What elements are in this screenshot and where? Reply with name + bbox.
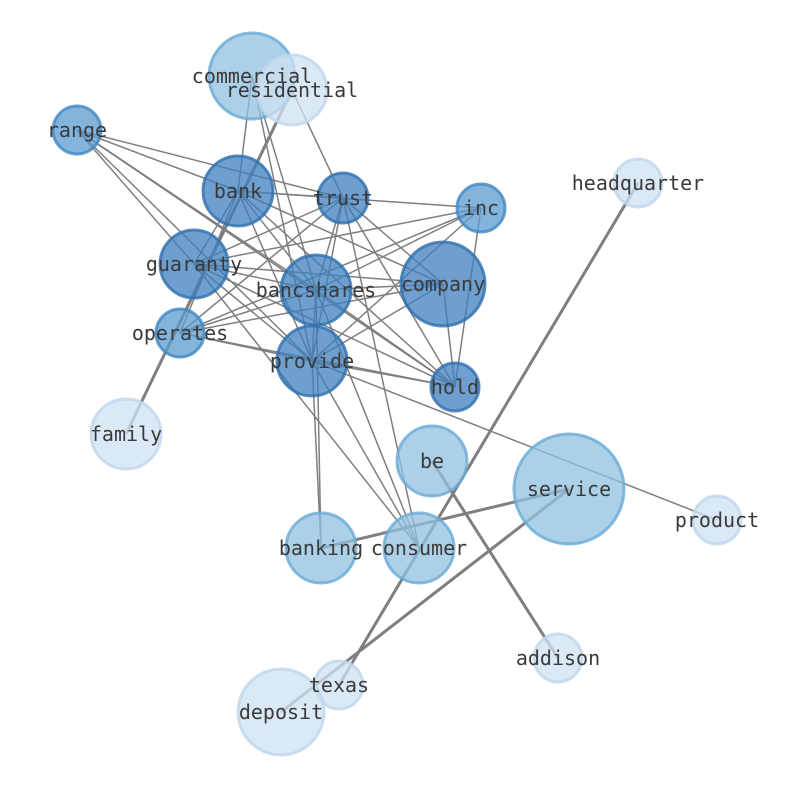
node-label-texas: texas [309, 673, 369, 697]
node-operates [154, 307, 206, 359]
edge-inc-provide [311, 207, 482, 362]
node-label-consumer: consumer [371, 536, 467, 560]
node-label-addison: addison [516, 646, 600, 670]
node-label-residential: residential [226, 78, 358, 102]
node-guaranty [158, 228, 230, 300]
node-consumer [382, 511, 456, 585]
node-label-hold: hold [431, 375, 479, 399]
edge-guaranty-consumer [193, 263, 420, 549]
node-label-service: service [527, 477, 611, 501]
node-label-be: be [420, 449, 444, 473]
node-layer [51, 31, 743, 757]
node-label-company: company [401, 272, 485, 296]
node-label-operates: operates [132, 321, 228, 345]
node-deposit [236, 667, 326, 757]
edge-be-addison [430, 460, 560, 659]
node-hold [429, 361, 481, 413]
node-residential [255, 53, 329, 127]
node-label-guaranty: guaranty [146, 252, 242, 276]
node-family [89, 397, 163, 471]
edge-range-trust [76, 129, 344, 199]
node-bank [201, 154, 275, 228]
node-trust [316, 171, 370, 225]
edge-provide-product [311, 360, 718, 521]
node-label-banking: banking [279, 536, 363, 560]
node-label-commercial: commercial [192, 64, 312, 88]
node-product [691, 494, 743, 546]
edge-guaranty-hold [193, 263, 456, 388]
node-provide [275, 324, 349, 398]
node-label-bank: bank [214, 179, 262, 203]
node-label-bancshares: bancshares [256, 278, 376, 302]
node-label-deposit: deposit [239, 700, 323, 724]
node-label-headquarter: headquarter [572, 171, 704, 195]
edge-inc-guaranty [193, 207, 482, 265]
node-label-provide: provide [270, 349, 354, 373]
edge-trust-operates [179, 197, 344, 334]
node-label-trust: trust [313, 186, 373, 210]
node-addison [532, 632, 584, 684]
node-label-product: product [675, 508, 759, 532]
node-inc [455, 182, 507, 234]
node-label-inc: inc [463, 196, 499, 220]
node-company [399, 240, 487, 328]
node-service [512, 432, 626, 546]
node-label-family: family [90, 422, 162, 446]
node-headquarter [612, 157, 664, 209]
node-range [51, 104, 103, 156]
node-banking [284, 511, 358, 585]
edge-headquarter-texas [337, 182, 640, 686]
edge-range-hold [76, 129, 456, 388]
node-be [395, 424, 469, 498]
node-label-range: range [47, 118, 107, 142]
